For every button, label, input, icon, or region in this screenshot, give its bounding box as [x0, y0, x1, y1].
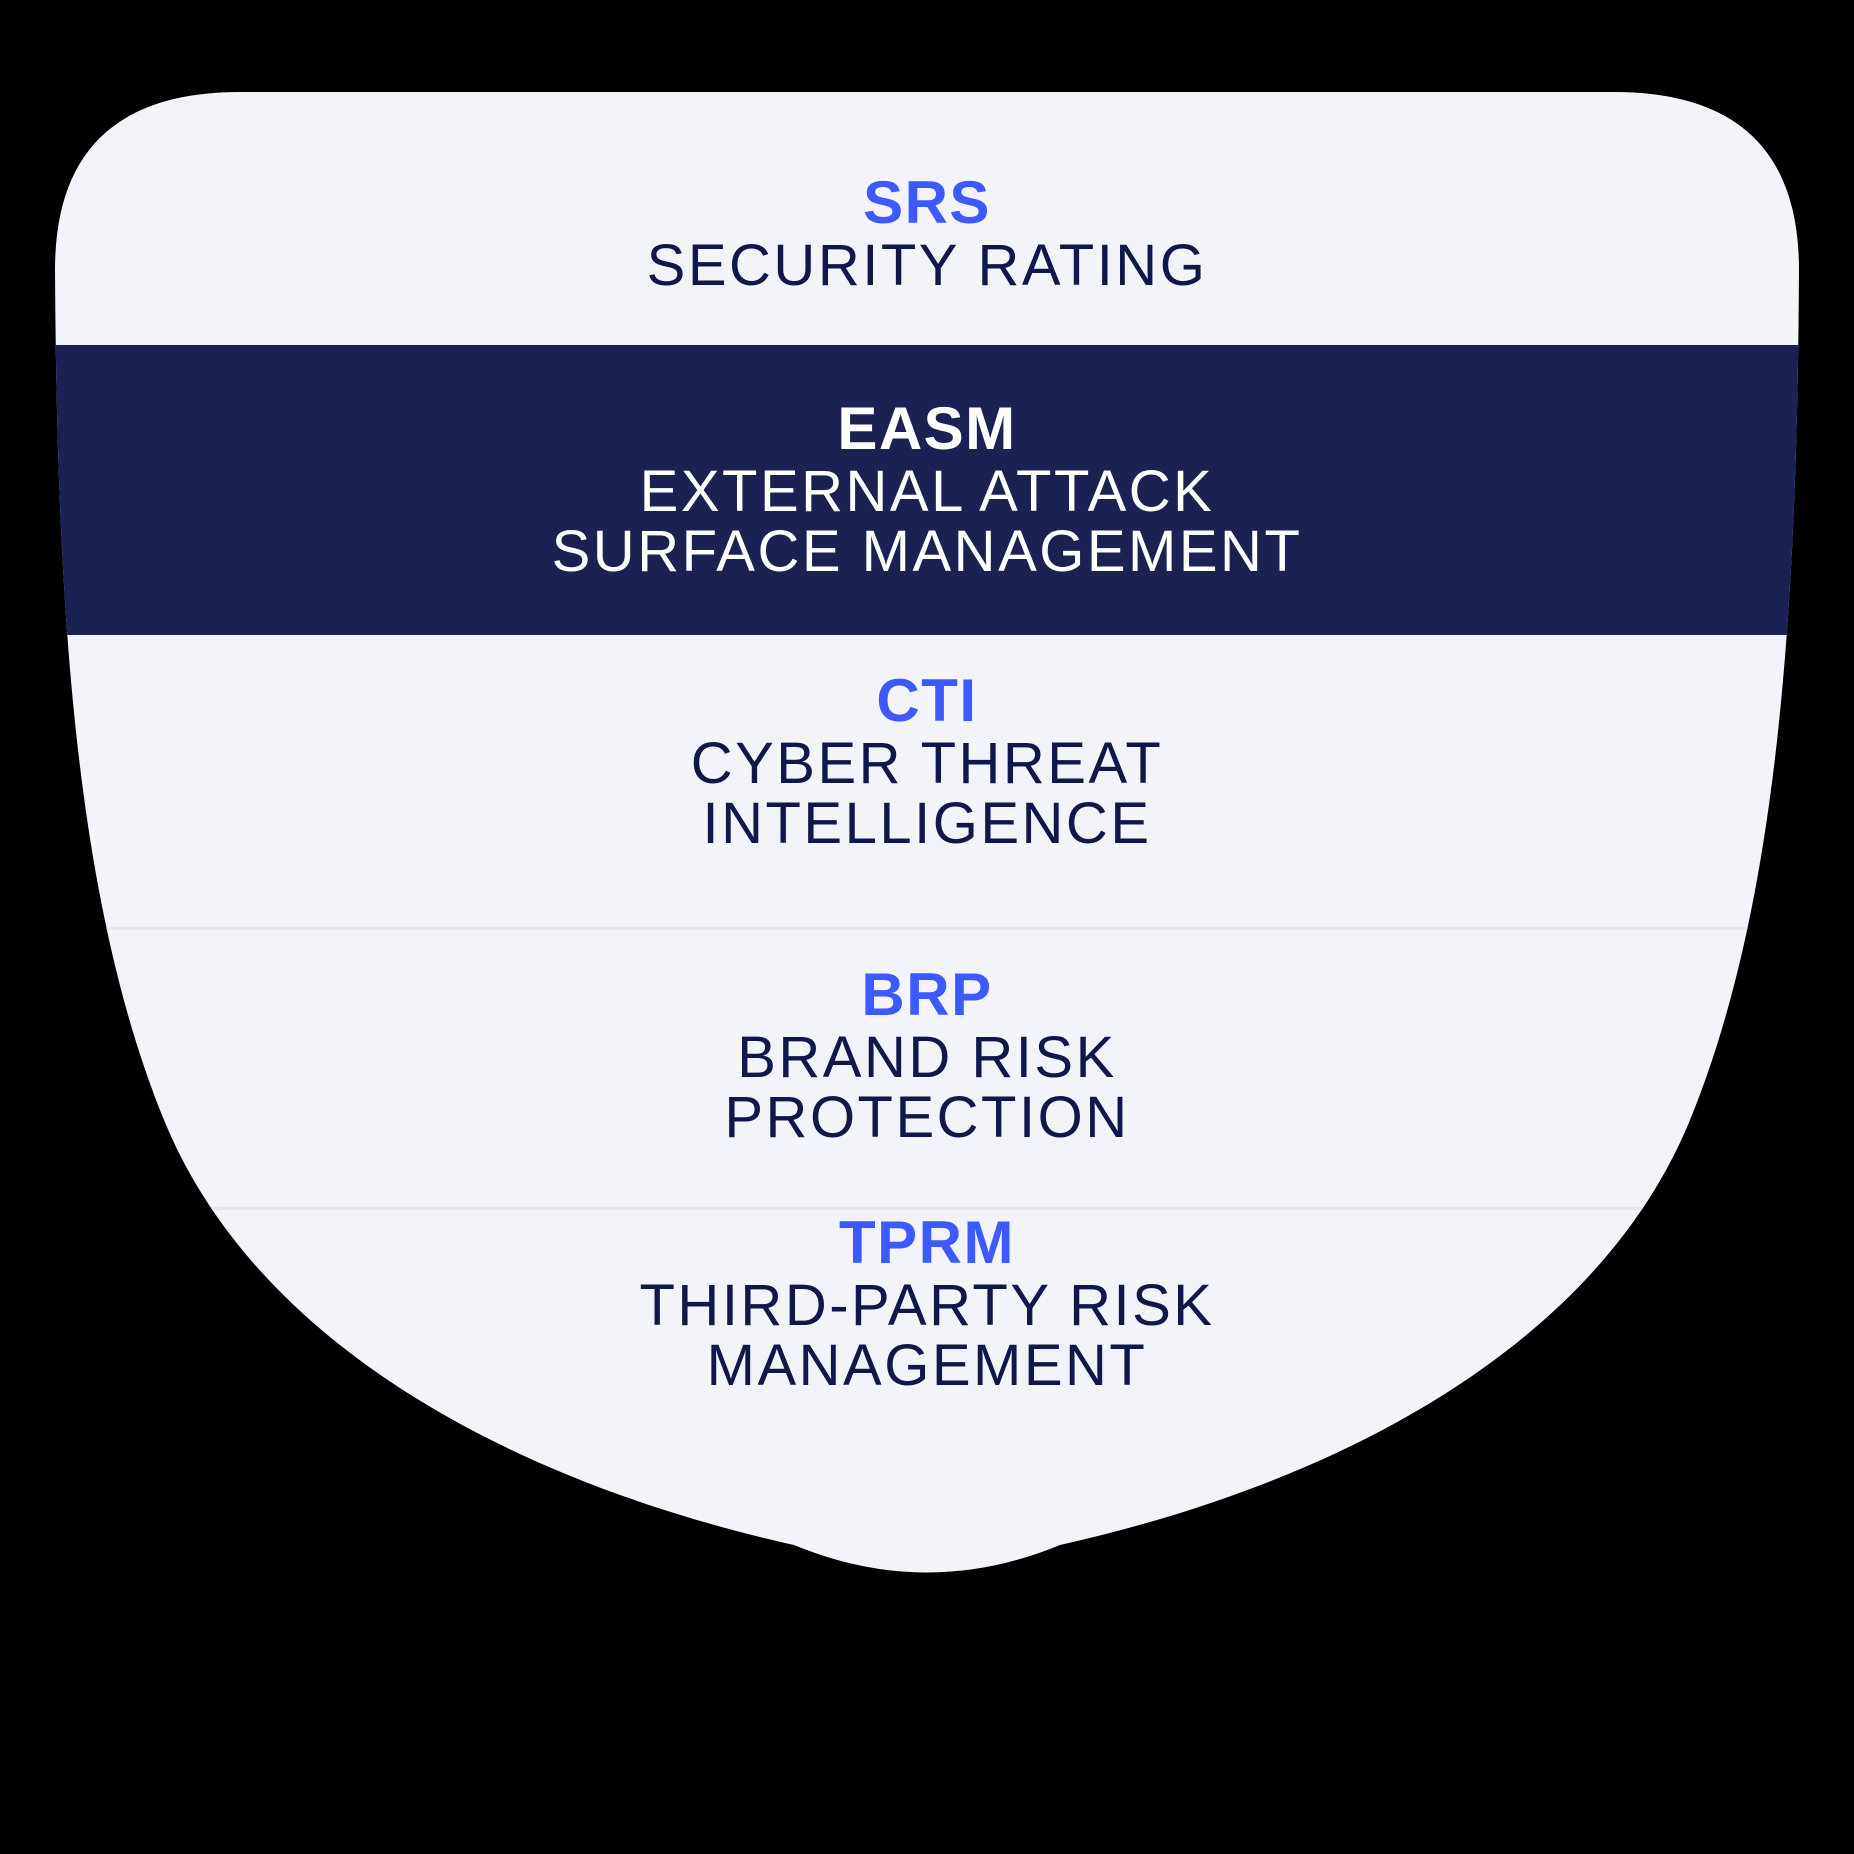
shield-shape	[55, 92, 1799, 1573]
section-divider	[55, 927, 1799, 930]
section-divider	[55, 1207, 1799, 1210]
easm-highlight-band	[55, 345, 1799, 635]
